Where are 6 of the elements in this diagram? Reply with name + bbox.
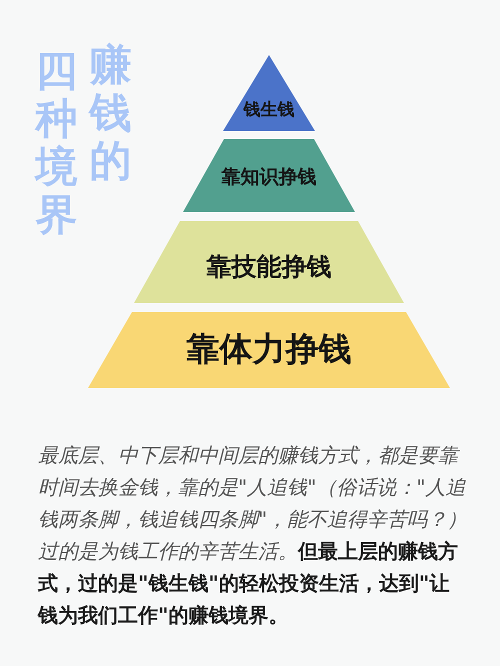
title: 赚钱的四种境界 — [34, 41, 132, 239]
body-text: 最底层、中下层和中间层的赚钱方式，都是要靠时间去换金钱，靠的是"人追钱"（俗话说："人追钱两条脚，钱追钱四条脚"，能不追得辛苦吗？）过的是为钱工作的辛苦生活。但最上层的赚钱方式，过的是"钱生钱"的轻松投资生活，达到"让钱为我们工作"的赚钱境界。 — [38, 442, 468, 629]
pyramid-level: 钱生钱 — [223, 55, 315, 131]
pyramid-level: 靠体力挣钱 — [88, 312, 450, 388]
pyramid-level: 靠知识挣钱 — [183, 139, 355, 212]
pyramid-level: 靠技能挣钱 — [134, 221, 404, 303]
